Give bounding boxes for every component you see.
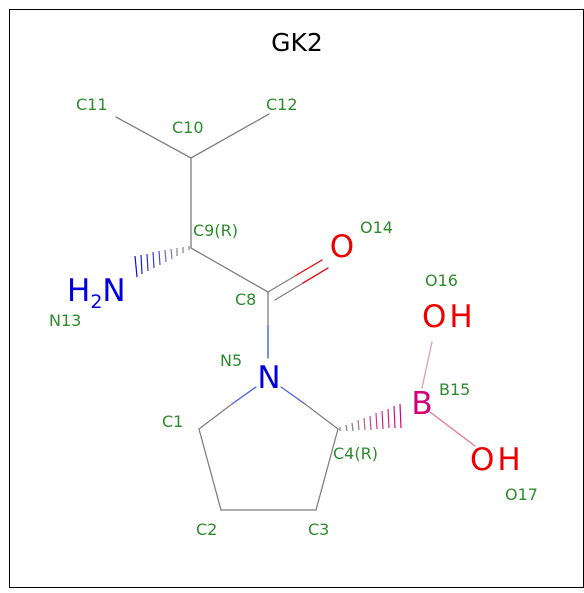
bond-c8-o14-c — [302, 267, 329, 284]
label-o16: O16 — [425, 271, 458, 290]
bond-n5-c4-blue — [280, 386, 306, 405]
atom-o17-symbol: OH — [470, 442, 524, 478]
bond-c3-c4 — [315, 428, 339, 511]
label-o14: O14 — [360, 218, 393, 237]
label-c9: C9(R) — [193, 221, 238, 240]
label-c3: C3 — [308, 520, 329, 539]
hashed-wedge-c9-n13 — [134, 246, 190, 278]
bond-c8-o14-a — [267, 259, 323, 293]
bond-c1-c2 — [198, 428, 222, 511]
atom-b15-symbol: B — [411, 386, 432, 422]
label-c11: C11 — [76, 95, 108, 114]
label-c2: C2 — [196, 520, 217, 539]
label-o17: O17 — [505, 485, 538, 504]
atom-o16-symbol: OH — [422, 299, 476, 335]
label-c12: C12 — [266, 95, 298, 114]
label-c10: C10 — [172, 118, 204, 137]
bond-n5-c1-blue — [231, 386, 257, 405]
hashed-wedge-c4-b15 — [339, 403, 402, 432]
bonds — [115, 113, 476, 511]
label-c4: C4(R) — [333, 444, 378, 463]
atom-n13-symbol: H2N — [67, 273, 126, 313]
bond-b15-o17 — [429, 411, 476, 447]
bond-n5-c1-grey — [198, 403, 233, 430]
atom-o14-symbol: O — [330, 229, 354, 265]
bond-c11-c10 — [115, 116, 192, 159]
atom-labels: C11 C10 C12 C9(R) O14 N13 C8 O16 N5 B15 … — [49, 95, 538, 539]
label-b15: B15 — [439, 380, 470, 399]
label-c8: C8 — [235, 290, 256, 309]
bond-b15-o16 — [421, 341, 433, 389]
diagram-title: GK2 — [271, 28, 323, 57]
label-c1: C1 — [162, 412, 183, 431]
label-n13: N13 — [49, 311, 81, 330]
bond-c9-c8 — [190, 247, 269, 293]
bond-n5-c4-grey — [304, 403, 339, 430]
label-n5: N5 — [220, 351, 242, 370]
bond-c10-c12 — [190, 113, 270, 159]
atom-n5-symbol: N — [257, 360, 280, 396]
